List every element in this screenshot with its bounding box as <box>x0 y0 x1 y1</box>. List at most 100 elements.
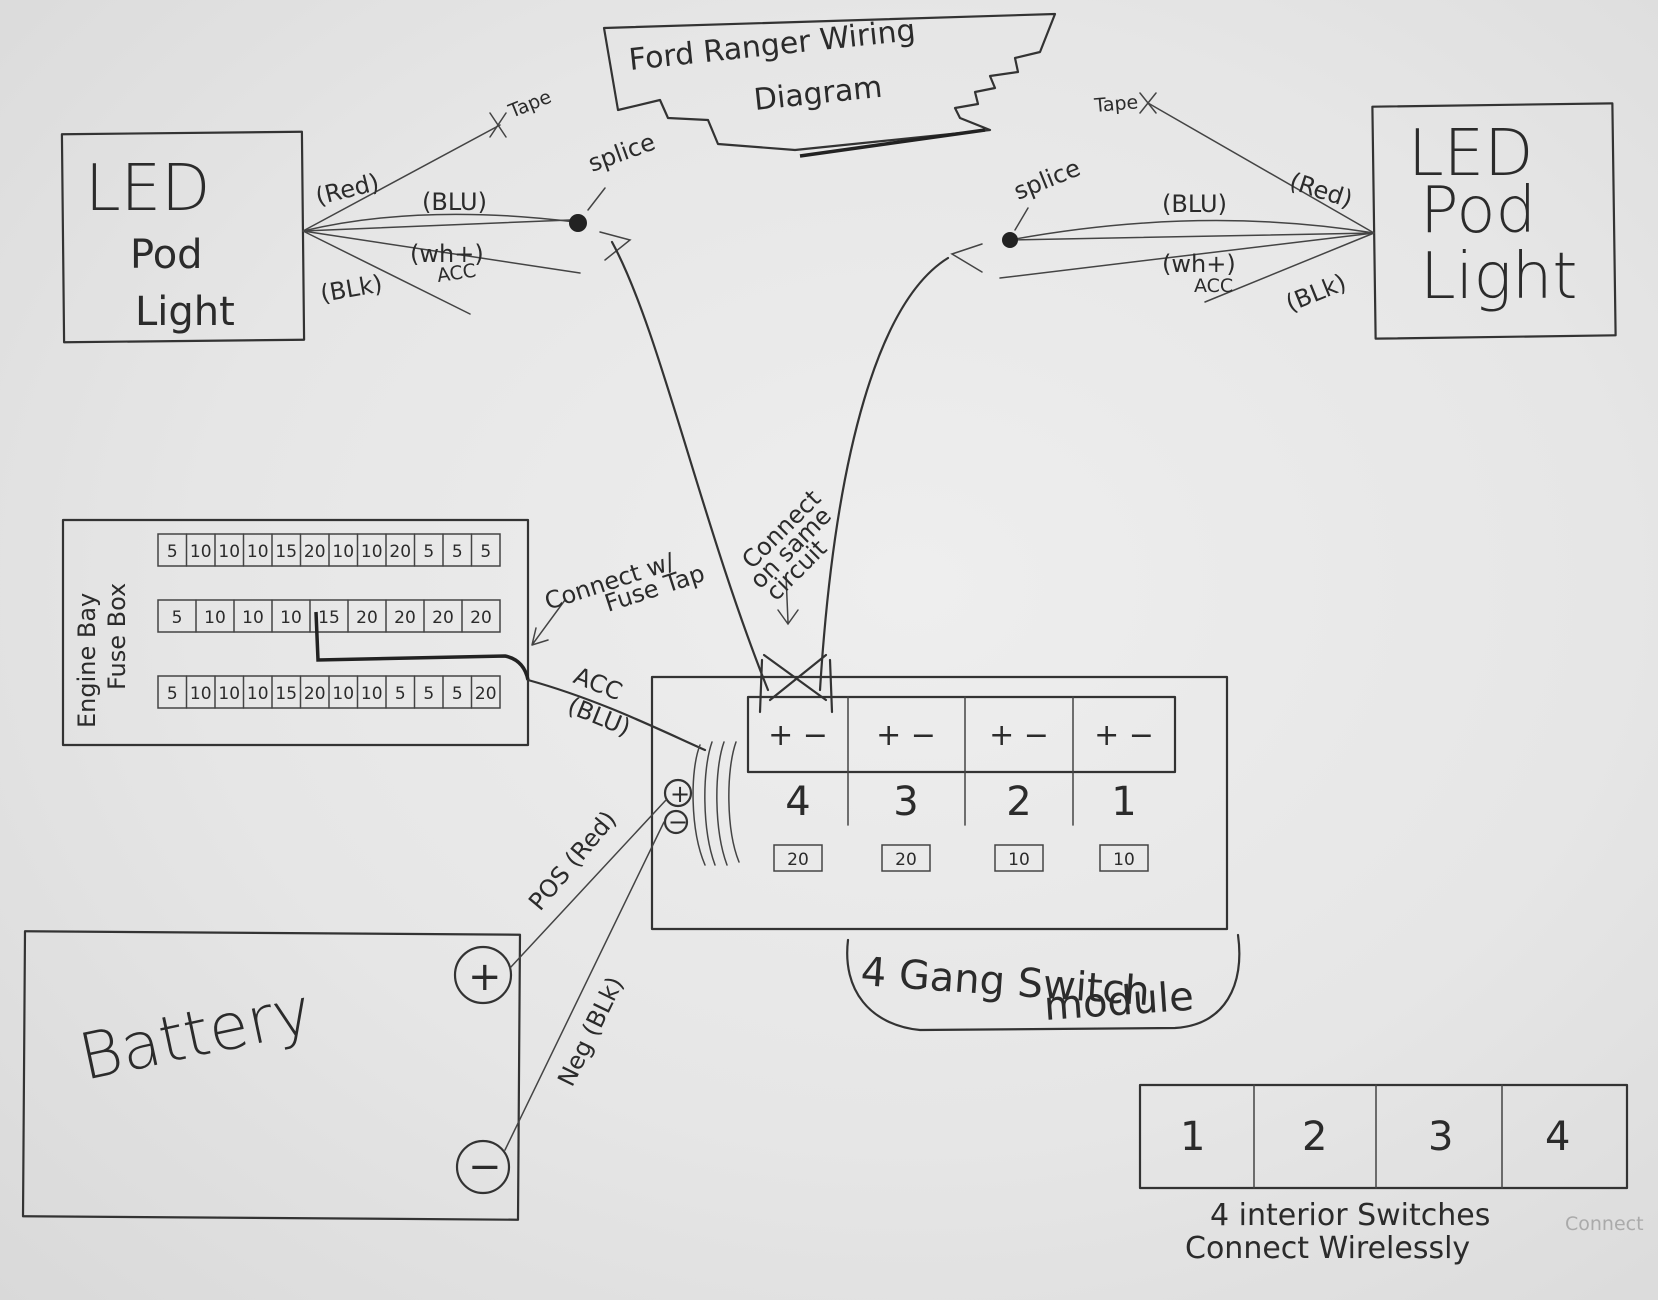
terminal-group: + −420+ −320+ −210+ −110 <box>768 718 1154 872</box>
fuse-value: 10 <box>242 608 264 628</box>
terminal-fuse-box <box>881 844 931 872</box>
right-splice-dot <box>1002 232 1018 248</box>
interior-switch-2: 2 <box>1302 1114 1327 1160</box>
fuse-row-2 <box>157 599 501 633</box>
fuse-value: 20 <box>394 608 416 628</box>
terminal-fuse-box <box>994 844 1044 872</box>
left-tape-label: Tape <box>505 86 555 123</box>
terminal-polarity: + − <box>1094 718 1154 753</box>
fuse-value: 5 <box>167 684 178 704</box>
splice-to-module-wires: Connect on same circuit <box>610 240 950 714</box>
left-splice-dot <box>569 214 587 232</box>
fuse-value: 10 <box>218 684 240 704</box>
right-wires: Tape (Red) (BLU) (wh+) ACC (BLk) splice <box>950 91 1375 318</box>
fuse-value: 10 <box>332 542 354 562</box>
fuse-tap-arrow <box>531 599 566 646</box>
fuse-value: 5 <box>480 542 491 562</box>
fuse-value: 5 <box>452 542 463 562</box>
fuse-value: 5 <box>395 684 406 704</box>
fuse-value: 20 <box>470 608 492 628</box>
module-label-line-2: module <box>1042 974 1195 1030</box>
fuse-value: 10 <box>247 542 269 562</box>
interior-switch-1: 1 <box>1180 1114 1205 1160</box>
fuse-value: 10 <box>361 542 383 562</box>
fuse-value: 10 <box>332 684 354 704</box>
left-blk-label: (BLk) <box>318 269 384 307</box>
terminal-fuse-value: 20 <box>895 850 917 870</box>
right-blk-label: (BLk) <box>1282 268 1350 317</box>
fuse-value: 10 <box>361 684 383 704</box>
neg-wire-label: Neg (BLk) <box>552 972 629 1090</box>
fuse-value: 20 <box>304 684 326 704</box>
left-wires: Tape (Red) (BLU) (wh+) ACC (BLk) splice <box>302 86 659 315</box>
fuse-value: 20 <box>432 608 454 628</box>
fuse-value: 5 <box>423 684 434 704</box>
left-led-pod-light: LED Pod Light <box>60 130 306 344</box>
pos-wire-label: POS (Red) <box>523 806 622 916</box>
right-red-label: (Red) <box>1286 167 1356 214</box>
terminal-polarity: + − <box>989 718 1049 753</box>
title-line-2: Diagram <box>752 70 884 118</box>
fuse-value: 5 <box>167 542 178 562</box>
left-splice-label: splice <box>584 128 658 178</box>
battery-pos-symbol: + <box>468 954 502 1000</box>
fuse-value: 10 <box>280 608 302 628</box>
terminal-fuse-box <box>773 844 823 872</box>
left-red-label: (Red) <box>313 168 382 211</box>
terminal-number: 1 <box>1111 779 1136 825</box>
fuse-value: 20 <box>389 542 411 562</box>
fuse-value: 10 <box>204 608 226 628</box>
fuse-value: 10 <box>218 542 240 562</box>
module-pos-symbol: + <box>670 780 690 808</box>
interior-switch-3: 3 <box>1428 1114 1453 1160</box>
battery-pos-terminal <box>453 945 513 1005</box>
left-wht-label: (wh+) <box>410 240 484 268</box>
right-light-line-1: LED <box>1408 117 1533 191</box>
title-banner: Ford Ranger Wiring Diagram <box>602 12 1057 158</box>
left-acc-label: ACC <box>436 260 478 287</box>
terminal-fuse-value: 10 <box>1113 850 1135 870</box>
fuse-value: 15 <box>275 542 297 562</box>
fuse-value: 20 <box>356 608 378 628</box>
right-wht-label: (wh+) <box>1162 250 1236 278</box>
fusebox-label-line-1: Engine Bay <box>73 593 101 728</box>
interior-label-line-2: Connect Wirelessly <box>1185 1231 1470 1266</box>
interior-label-line-1: 4 interior Switches <box>1210 1198 1490 1233</box>
right-light-line-3: Light <box>1420 240 1578 314</box>
right-splice-label: splice <box>1010 154 1085 206</box>
left-light-line-2: Pod <box>130 232 203 278</box>
neg-wire <box>504 821 665 1151</box>
fuse-value: 15 <box>318 608 340 628</box>
fuse-value: 5 <box>452 684 463 704</box>
interior-switch-panel: 1 2 3 4 4 interior Switches Connect Wire… <box>1138 1083 1644 1266</box>
right-blu-label: (BLU) <box>1162 190 1227 218</box>
switch-module: + − + −420+ −320+ −210+ −110 4 Gang Swit… <box>650 675 1241 1032</box>
terminal-polarity: + − <box>768 718 828 753</box>
right-tape-label: Tape <box>1093 91 1140 117</box>
module-neg-symbol: − <box>668 808 688 836</box>
left-light-line-3: Light <box>135 289 235 335</box>
battery-label: Battery <box>73 974 318 1095</box>
fusebox-label-line-2: Fuse Box <box>103 583 131 690</box>
fuse-value: 10 <box>190 684 212 704</box>
right-light-line-2: Pod <box>1420 174 1536 248</box>
terminal-number: 3 <box>893 779 918 825</box>
fuse-value: 10 <box>190 542 212 562</box>
battery-neg-symbol: − <box>468 1144 502 1190</box>
left-light-line-1: LED <box>85 152 210 226</box>
fuse-value: 20 <box>475 684 497 704</box>
terminal-number: 2 <box>1006 779 1031 825</box>
fuse-value: 20 <box>304 542 326 562</box>
fuse-value: 10 <box>247 684 269 704</box>
left-blu-label: (BLU) <box>422 188 487 216</box>
acc-wire <box>526 678 707 752</box>
right-led-pod-light: LED Pod Light <box>1371 102 1617 340</box>
battery-neg-terminal <box>455 1139 511 1195</box>
interior-switch-4: 4 <box>1545 1114 1570 1160</box>
battery: Battery + − <box>21 930 522 1221</box>
terminal-fuse-value: 10 <box>1008 850 1030 870</box>
